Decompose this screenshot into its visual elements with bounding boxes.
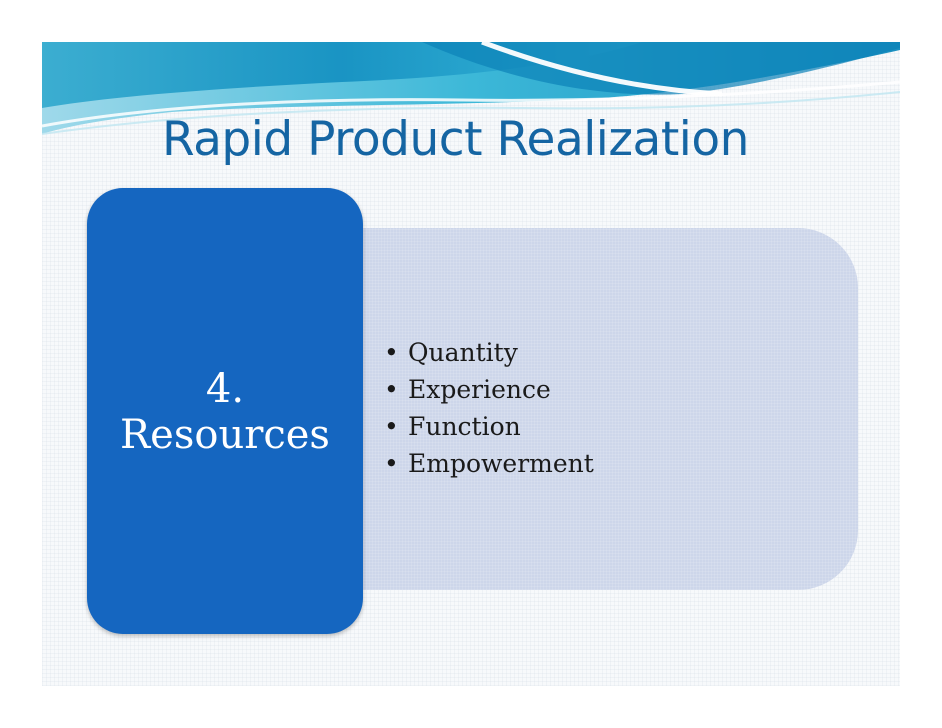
section-label: Resources [120,412,330,458]
list-item: • Experience [384,371,594,408]
section-number: 4. [205,366,245,412]
bullet-icon: • [384,449,399,478]
slide: Rapid Product Realization • Quantity • Exp… [42,42,900,686]
slide-title: Rapid Product Realization [162,112,749,167]
list-item-label: Empowerment [408,449,594,478]
bullet-icon: • [384,375,399,404]
section-label-box: 4. Resources [87,188,363,634]
list-item-label: Function [408,412,521,441]
resource-list: • Quantity • Experience • Function • Empower… [384,334,594,482]
list-item: • Function [384,408,594,445]
list-item-label: Quantity [408,338,518,367]
list-item: • Quantity [384,334,594,371]
content-panel [312,228,858,590]
header-wave-graphic [42,42,900,135]
list-item-label: Experience [408,375,551,404]
list-item: • Empowerment [384,445,594,482]
bullet-icon: • [384,338,399,367]
bullet-icon: • [384,412,399,441]
